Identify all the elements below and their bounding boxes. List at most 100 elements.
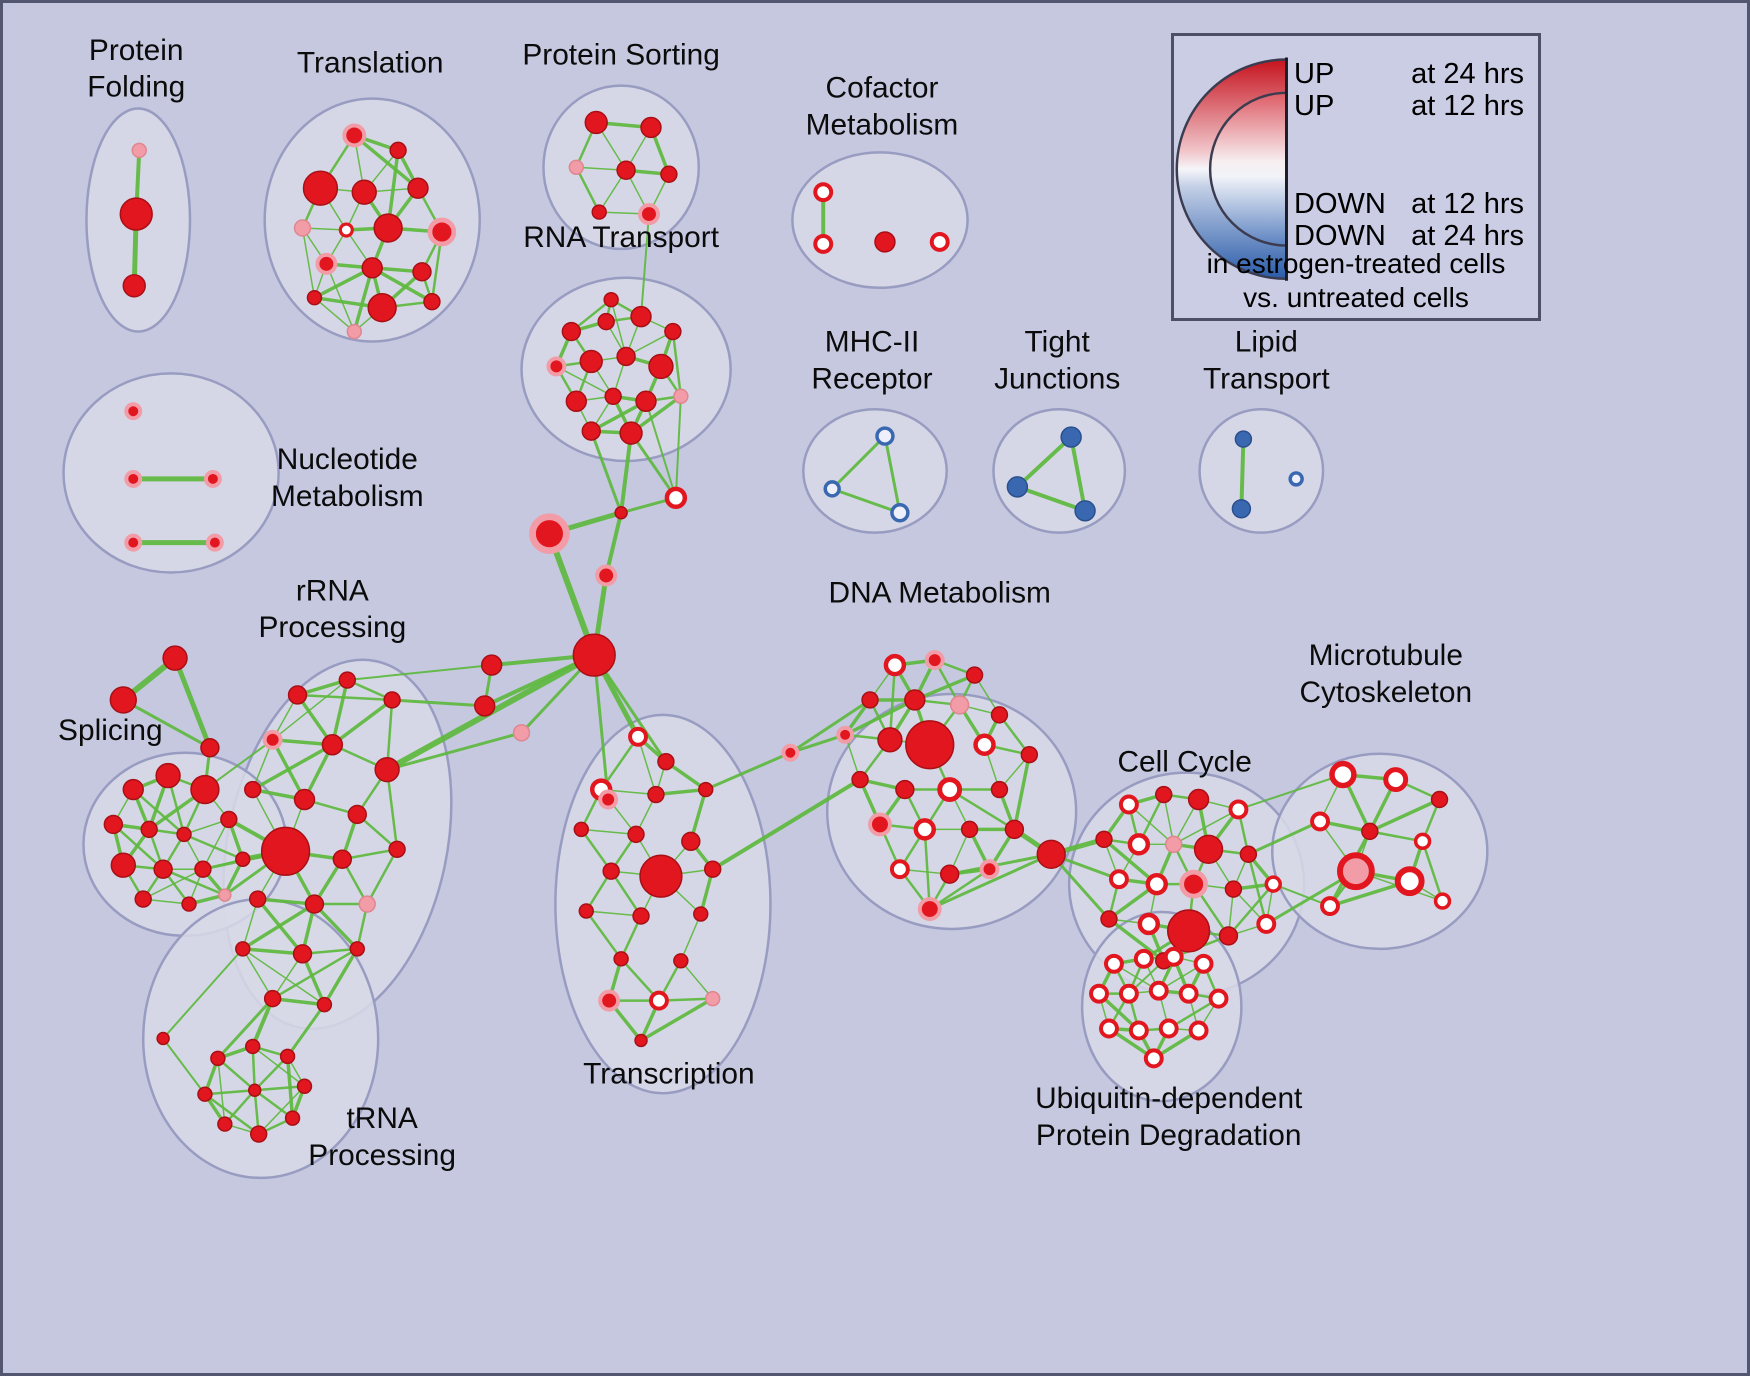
node-cc[interactable] [1256, 914, 1277, 934]
node-ps[interactable] [584, 110, 608, 135]
node-cn[interactable] [156, 1031, 170, 1046]
node-tr[interactable] [407, 177, 429, 199]
node-rr[interactable] [374, 756, 400, 783]
node-mt[interactable] [1430, 790, 1449, 809]
node-tx[interactable] [627, 825, 645, 844]
node-ub[interactable] [1193, 953, 1214, 974]
node-cc[interactable] [1193, 834, 1224, 864]
node-tj[interactable] [1060, 426, 1082, 448]
node-mt[interactable] [1433, 892, 1452, 910]
node-cn[interactable] [664, 486, 688, 510]
node-cn[interactable] [1036, 839, 1066, 869]
node-rr[interactable] [287, 685, 308, 705]
node-cc[interactable] [1145, 872, 1168, 896]
node-cc[interactable] [1155, 785, 1173, 804]
node-mt[interactable] [1320, 896, 1340, 917]
node-dm[interactable] [836, 725, 855, 744]
node-mt[interactable] [1394, 866, 1425, 897]
node-mt[interactable] [1336, 852, 1375, 891]
node-rt[interactable] [603, 291, 619, 308]
node-st[interactable] [200, 738, 220, 758]
node-cn[interactable] [529, 513, 570, 554]
node-ps[interactable] [568, 159, 585, 175]
node-sp[interactable] [235, 851, 251, 867]
node-dm[interactable] [990, 780, 1009, 799]
node-mt[interactable] [1329, 760, 1357, 789]
node-tr[interactable] [412, 262, 432, 282]
node-rr[interactable] [321, 734, 344, 756]
node-sp[interactable] [194, 860, 212, 878]
node-dm[interactable] [904, 689, 926, 711]
node-dm[interactable] [990, 706, 1009, 724]
node-cn[interactable] [572, 633, 616, 677]
node-cc[interactable] [1228, 799, 1249, 820]
node-dm[interactable] [889, 859, 910, 880]
node-cn[interactable] [781, 743, 800, 762]
node-ps[interactable] [616, 160, 636, 180]
node-rr[interactable] [383, 691, 401, 709]
node-tx[interactable] [657, 752, 675, 771]
node-tx[interactable] [693, 906, 709, 922]
node-tx[interactable] [613, 951, 629, 967]
node-nm[interactable] [124, 533, 143, 552]
node-rt[interactable] [581, 421, 601, 441]
node-ub[interactable] [1148, 980, 1169, 1001]
node-tr[interactable] [389, 141, 407, 160]
node-rr[interactable] [260, 826, 311, 876]
node-tx[interactable] [578, 903, 594, 919]
node-sp[interactable] [155, 762, 181, 789]
node-sp[interactable] [153, 859, 173, 879]
node-rt[interactable] [546, 356, 567, 377]
node-mt[interactable] [1383, 767, 1409, 793]
node-dm[interactable] [1020, 745, 1039, 764]
node-cm[interactable] [929, 231, 950, 252]
node-cc[interactable] [1187, 788, 1210, 811]
node-rt[interactable] [648, 353, 674, 380]
node-ub[interactable] [1143, 1048, 1164, 1069]
node-rr[interactable] [262, 729, 283, 750]
node-cc[interactable] [1179, 869, 1208, 899]
node-tr[interactable] [338, 222, 354, 238]
node-rr[interactable] [332, 849, 353, 869]
node-ub[interactable] [1163, 946, 1184, 967]
node-dm[interactable] [883, 653, 907, 677]
node-tr[interactable] [302, 170, 339, 206]
node-tn[interactable] [296, 1078, 313, 1094]
node-sp[interactable] [181, 896, 197, 912]
node-tj[interactable] [1074, 500, 1096, 522]
node-sp[interactable] [110, 852, 136, 878]
node-dm[interactable] [965, 666, 984, 684]
node-dm[interactable] [877, 727, 903, 753]
node-cm[interactable] [874, 231, 896, 253]
node-cn[interactable] [595, 564, 618, 587]
node-pf[interactable] [122, 274, 146, 298]
node-dm[interactable] [979, 859, 1000, 880]
node-sp[interactable] [190, 774, 220, 805]
node-rt[interactable] [616, 346, 636, 367]
node-mhc[interactable] [875, 426, 895, 446]
node-ub[interactable] [1158, 1018, 1179, 1039]
node-cn[interactable] [480, 654, 503, 676]
node-sp[interactable] [122, 778, 144, 801]
node-rr[interactable] [347, 804, 367, 825]
node-sp[interactable] [134, 890, 152, 908]
node-pf[interactable] [131, 142, 147, 159]
node-tn[interactable] [245, 1038, 261, 1055]
node-tn[interactable] [210, 1050, 226, 1067]
node-tr[interactable] [293, 219, 312, 237]
node-rt[interactable] [604, 387, 622, 405]
node-tj[interactable] [1006, 476, 1029, 498]
node-dm[interactable] [949, 695, 970, 715]
node-nm[interactable] [205, 533, 224, 552]
node-rt[interactable] [597, 312, 615, 331]
node-cc[interactable] [1108, 869, 1129, 890]
node-sp[interactable] [176, 826, 192, 843]
node-rr[interactable] [292, 944, 313, 964]
node-rr[interactable] [349, 941, 365, 957]
node-rr[interactable] [304, 894, 325, 914]
node-st[interactable] [162, 645, 188, 671]
node-rt[interactable] [565, 390, 588, 412]
node-cc[interactable] [1118, 794, 1139, 815]
node-tr[interactable] [351, 179, 377, 205]
node-tx[interactable] [598, 989, 621, 1012]
